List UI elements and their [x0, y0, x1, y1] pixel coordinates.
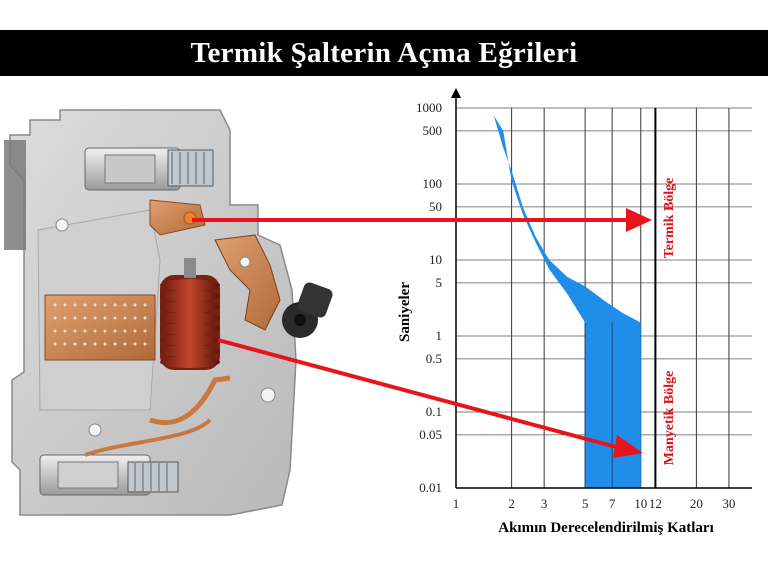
y-tick-label: 1000: [416, 100, 442, 115]
thermal-arrow: [192, 208, 652, 232]
x-tick-label: 3: [541, 496, 548, 511]
copper-wire-lower: [84, 418, 212, 457]
diagram-title: Termik Şalterin Açma Eğrileri: [190, 36, 578, 69]
mount-hole: [260, 387, 276, 403]
chart-band: [483, 98, 641, 488]
y-tick-labels: 1000 500 100 50 10 5 1 0.5 0.1 0.05 0.01: [416, 100, 442, 495]
x-tick-label: 20: [690, 496, 703, 511]
x-tick-label: 1: [453, 496, 460, 511]
x-tick-label: 10: [634, 496, 647, 511]
y-tick-label: 0.1: [426, 404, 442, 419]
y-tick-label: 500: [423, 123, 443, 138]
top-terminal: [84, 147, 214, 191]
copper-wire: [149, 375, 231, 426]
magnetic-arrow: [217, 338, 643, 458]
x-axis-label: Akımın Derecelendirilmiş Katları: [498, 520, 714, 536]
mount-hole: [88, 423, 102, 437]
y-tick-label: 100: [423, 176, 443, 191]
tripping-band: [483, 98, 641, 488]
chart-axes: [451, 88, 752, 489]
mount-hole: [55, 218, 69, 232]
bottom-terminal: [39, 454, 179, 496]
thermal-region-label: Termik Bölge: [662, 178, 677, 259]
y-axis-label: Saniyeler: [397, 282, 413, 342]
y-tick-label: 5: [436, 275, 443, 290]
title-bar: Termik Şalterin Açma Eğrileri: [0, 30, 768, 76]
y-tick-label: 50: [429, 199, 442, 214]
bimetal-strip: [149, 199, 206, 236]
x-tick-label: 7: [609, 496, 616, 511]
y-tick-label: 0.01: [419, 480, 442, 495]
y-tick-label: 10: [429, 252, 442, 267]
arc-chamber: [44, 294, 156, 361]
x-tick-label: 2: [508, 496, 515, 511]
y-tick-label: 0.5: [426, 351, 442, 366]
trip-mechanism: [214, 234, 281, 331]
mount-hole: [239, 256, 251, 268]
din-clip: [4, 140, 26, 250]
circuit-breaker-illustration: [4, 109, 333, 516]
toggle-handle: [282, 282, 333, 338]
x-tick-label: 12: [649, 496, 662, 511]
magnetic-coil: [160, 258, 220, 370]
x-tick-label: 30: [722, 496, 735, 511]
y-tick-label: 1: [436, 328, 443, 343]
magnetic-region-label: Manyetik Bölge: [662, 371, 677, 466]
x-tick-label: 5: [582, 496, 589, 511]
y-axis-arrowhead: [451, 88, 461, 98]
y-tick-label: 0.05: [419, 427, 442, 442]
